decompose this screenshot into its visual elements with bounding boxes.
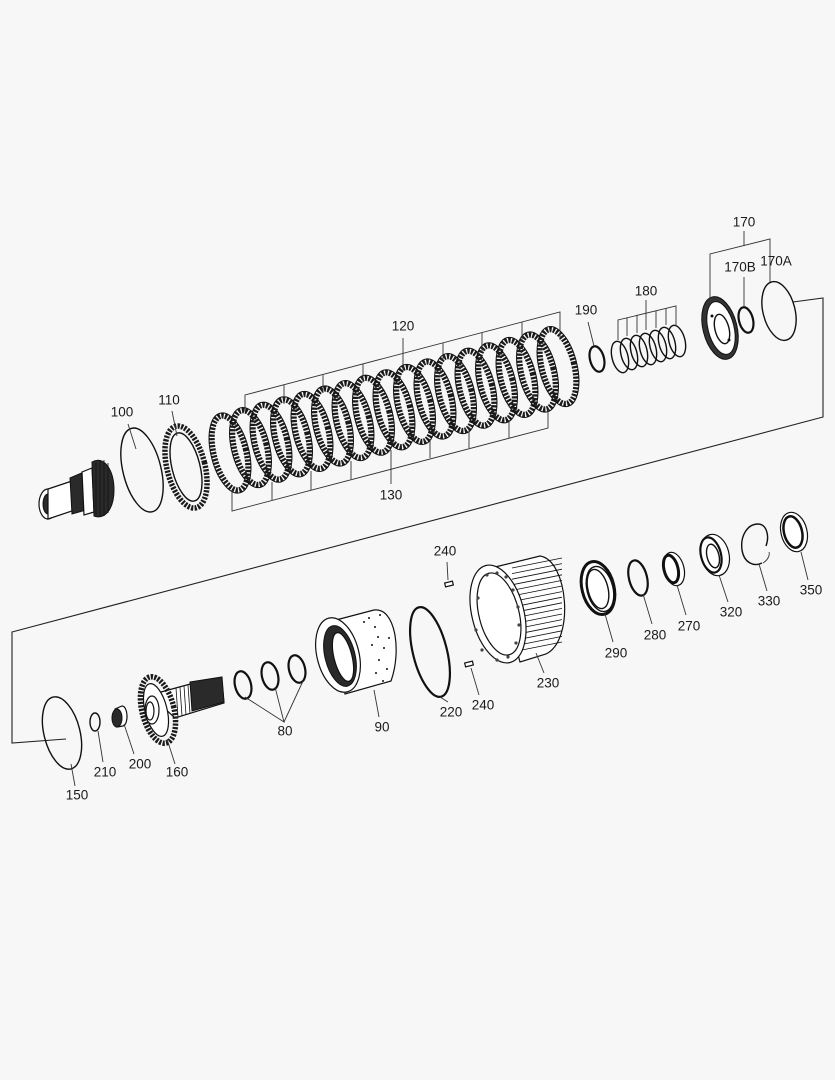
clutch-hub-230 (469, 555, 566, 674)
assembly-frame-lines (11, 297, 824, 744)
bracket-120 (244, 311, 561, 412)
callout-100: 100 (111, 405, 134, 420)
piston-170 (701, 296, 739, 360)
bushing-200 (111, 705, 135, 755)
dowel-pin-240-bottom (463, 660, 480, 696)
callout-230: 230 (537, 676, 560, 691)
callout-240a: 240 (434, 544, 457, 559)
callout-160: 160 (166, 765, 189, 780)
callout-220: 220 (440, 705, 463, 720)
inner-seal-170B (737, 306, 755, 334)
callout-130: 130 (380, 488, 403, 503)
callout-270: 270 (678, 619, 701, 634)
callout-150: 150 (66, 788, 89, 803)
callout-labels: 100 110 120 130 190 180 170 170B 170A 240 240 220 23… (66, 215, 823, 803)
callout-350: 350 (800, 583, 823, 598)
bearing-290 (579, 560, 617, 643)
spring-washers-180 (610, 300, 687, 374)
seal-270 (661, 551, 687, 616)
ball-bearing-320 (699, 533, 731, 603)
callout-280: 280 (644, 628, 667, 643)
callout-240b: 240 (472, 698, 495, 713)
outer-seal-170A (761, 280, 797, 342)
callout-170: 170 (733, 215, 756, 230)
input-shaft-part (38, 459, 115, 520)
shaft-gear-160 (137, 674, 225, 765)
dowel-pin-240-top (443, 561, 455, 588)
callout-170B: 170B (724, 260, 756, 275)
bracket-130 (231, 408, 549, 512)
o-ring-280 (627, 559, 649, 597)
seal-350 (779, 511, 809, 581)
callout-170A: 170A (760, 254, 792, 269)
callout-120: 120 (392, 319, 415, 334)
callout-200: 200 (129, 757, 152, 772)
callout-330: 330 (758, 594, 781, 609)
callout-110: 110 (158, 393, 180, 408)
o-ring-220 (409, 606, 451, 698)
callout-190: 190 (575, 303, 598, 318)
clutch-pack (208, 326, 580, 494)
needle-bearing-drum-90 (315, 609, 397, 718)
callout-80: 80 (277, 724, 292, 739)
callout-290: 290 (605, 646, 628, 661)
snap-ring-210 (89, 712, 101, 732)
backing-plate-110 (162, 410, 210, 511)
o-ring-100 (120, 427, 164, 513)
retaining-ring-330 (741, 523, 770, 592)
callout-180: 180 (635, 284, 658, 299)
callout-90: 90 (374, 720, 389, 735)
seal-rings-80 (233, 654, 307, 723)
callout-320: 320 (720, 605, 743, 620)
bracket-170 (709, 231, 771, 307)
seal-ring-150 (41, 696, 83, 770)
callout-210: 210 (94, 765, 117, 780)
snap-ring-190 (588, 345, 606, 373)
